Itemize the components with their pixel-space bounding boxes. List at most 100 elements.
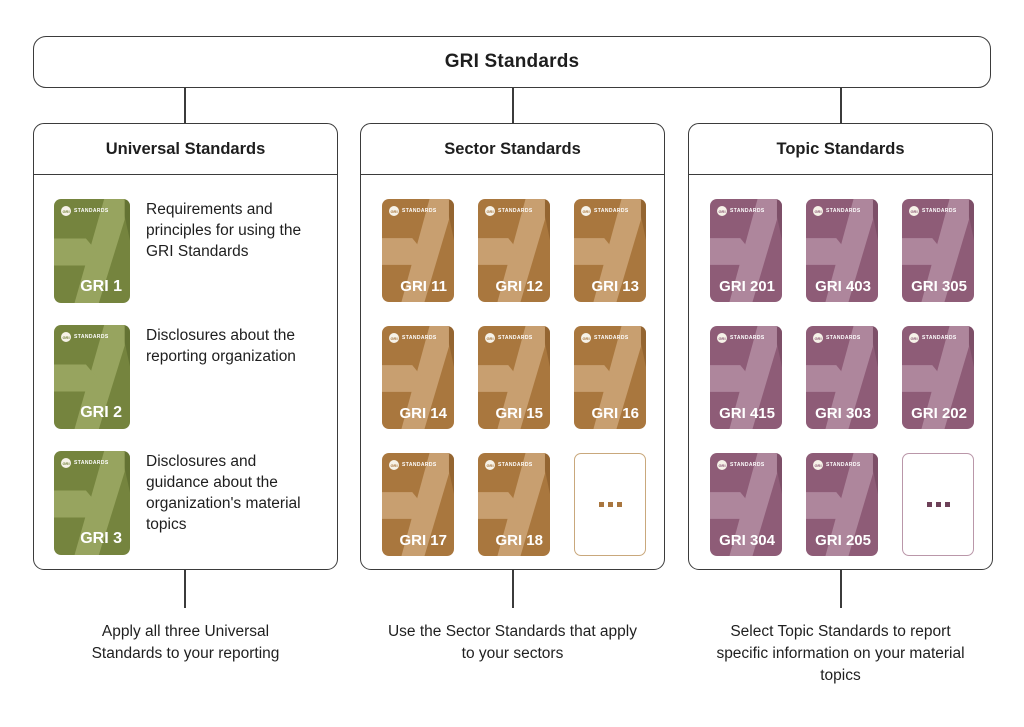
sector-card-grid: GRI STANDARDS GRI 11 GRI STANDARDS GRI 1… <box>361 175 664 556</box>
more-standards-card <box>902 453 974 556</box>
panel-universal-standards: Universal Standards GRI STANDARDS GRI 1 … <box>33 123 338 570</box>
gri-logo-word: STANDARDS <box>922 335 957 341</box>
card-gri-3: GRI STANDARDS GRI 3 <box>54 451 130 555</box>
card-gri-16: GRI STANDARDS GRI 16 <box>574 326 646 429</box>
card-label: GRI 304 <box>719 532 775 549</box>
gri-logo-circle-icon: GRI <box>717 460 727 470</box>
caption-text: Apply all three Universal Standards to y… <box>91 623 280 662</box>
card-gri-14: GRI STANDARDS GRI 14 <box>382 326 454 429</box>
card-gri-201: GRI STANDARDS GRI 201 <box>710 199 782 302</box>
gri-logo: GRI STANDARDS <box>813 333 861 343</box>
connector-top-universal <box>184 88 186 123</box>
card-label: GRI 17 <box>399 532 447 549</box>
gri-logo-circle-icon: GRI <box>485 206 495 216</box>
gri-logo-word: STANDARDS <box>730 462 765 468</box>
card-gri-304: GRI STANDARDS GRI 304 <box>710 453 782 556</box>
gri-logo: GRI STANDARDS <box>485 206 533 216</box>
topic-card-grid: GRI STANDARDS GRI 201 GRI STANDARDS GRI … <box>689 175 992 556</box>
gri-logo: GRI STANDARDS <box>717 206 765 216</box>
card-gri-17: GRI STANDARDS GRI 17 <box>382 453 454 556</box>
gri-logo-word: STANDARDS <box>498 462 533 468</box>
panel-sector-standards: Sector Standards GRI STANDARDS GRI 11 GR… <box>360 123 665 570</box>
card-gri-403: GRI STANDARDS GRI 403 <box>806 199 878 302</box>
card-label: GRI 305 <box>911 278 967 295</box>
card-gri-205: GRI STANDARDS GRI 205 <box>806 453 878 556</box>
card-gri-15: GRI STANDARDS GRI 15 <box>478 326 550 429</box>
gri-logo-circle-icon: GRI <box>485 460 495 470</box>
gri-logo-word: STANDARDS <box>498 335 533 341</box>
panel-sector-title: Sector Standards <box>444 139 581 158</box>
gri-logo-circle-icon: GRI <box>813 460 823 470</box>
gri-logo-word: STANDARDS <box>402 208 437 214</box>
gri-logo-circle-icon: GRI <box>61 458 71 468</box>
root-title-box: GRI Standards <box>33 36 991 88</box>
card-label: GRI 14 <box>399 405 447 422</box>
panel-universal-title: Universal Standards <box>105 139 266 158</box>
card-description: Requirements and principles for using th… <box>146 201 302 260</box>
gri-logo: GRI STANDARDS <box>485 460 533 470</box>
caption-topic: Select Topic Standards to report specifi… <box>688 621 993 687</box>
gri-logo: GRI STANDARDS <box>61 206 109 216</box>
gri-logo-word: STANDARDS <box>402 335 437 341</box>
caption-universal: Apply all three Universal Standards to y… <box>33 621 338 665</box>
card-gri-415: GRI STANDARDS GRI 415 <box>710 326 782 429</box>
card-gri-12: GRI STANDARDS GRI 12 <box>478 199 550 302</box>
panel-topic-header: Topic Standards <box>689 124 992 175</box>
gri-logo-circle-icon: GRI <box>485 333 495 343</box>
ellipsis-dot <box>616 502 622 507</box>
card-description: Disclosures about the reporting organiza… <box>146 327 296 365</box>
card-label: GRI 205 <box>815 532 871 549</box>
gri-logo: GRI STANDARDS <box>389 206 437 216</box>
card-label: GRI 415 <box>719 405 775 422</box>
gri-logo-word: STANDARDS <box>74 460 109 466</box>
gri-logo: GRI STANDARDS <box>61 458 109 468</box>
gri-logo-word: STANDARDS <box>594 208 629 214</box>
gri-logo-circle-icon: GRI <box>909 206 919 216</box>
ellipsis-dot <box>935 502 941 507</box>
gri-logo-circle-icon: GRI <box>389 333 399 343</box>
card-description: Disclosures and guidance about the organ… <box>146 453 301 533</box>
gri-logo-circle-icon: GRI <box>581 206 591 216</box>
gri-logo: GRI STANDARDS <box>389 333 437 343</box>
gri-logo-word: STANDARDS <box>402 462 437 468</box>
card-label: GRI 303 <box>815 405 871 422</box>
gri-logo: GRI STANDARDS <box>581 333 629 343</box>
gri-logo-word: STANDARDS <box>498 208 533 214</box>
card-label: GRI 1 <box>80 278 122 295</box>
card-label: GRI 11 <box>400 278 447 295</box>
page-title: GRI Standards <box>444 51 580 72</box>
gri-logo: GRI STANDARDS <box>61 332 109 342</box>
card-gri-305: GRI STANDARDS GRI 305 <box>902 199 974 302</box>
card-label: GRI 12 <box>495 278 543 295</box>
card-label: GRI 15 <box>495 405 543 422</box>
card-label: GRI 16 <box>591 405 639 422</box>
list-item: GRI STANDARDS GRI 2 Disclosures about th… <box>54 325 317 429</box>
more-standards-card <box>574 453 646 556</box>
panel-sector-header: Sector Standards <box>361 124 664 175</box>
ellipsis-dot <box>598 502 604 507</box>
gri-logo-circle-icon: GRI <box>717 333 727 343</box>
caption-sector: Use the Sector Standards that apply to y… <box>360 621 665 665</box>
card-gri-202: GRI STANDARDS GRI 202 <box>902 326 974 429</box>
gri-logo-word: STANDARDS <box>826 462 861 468</box>
card-gri-11: GRI STANDARDS GRI 11 <box>382 199 454 302</box>
panel-universal-header: Universal Standards <box>34 124 337 175</box>
gri-logo-word: STANDARDS <box>594 335 629 341</box>
gri-logo-circle-icon: GRI <box>717 206 727 216</box>
gri-logo-word: STANDARDS <box>730 335 765 341</box>
gri-logo-circle-icon: GRI <box>813 333 823 343</box>
connector-bottom-topic <box>840 569 842 608</box>
ellipsis-dot <box>926 502 932 507</box>
gri-logo: GRI STANDARDS <box>717 460 765 470</box>
gri-logo: GRI STANDARDS <box>581 206 629 216</box>
gri-logo-word: STANDARDS <box>826 208 861 214</box>
gri-logo: GRI STANDARDS <box>389 460 437 470</box>
card-gri-303: GRI STANDARDS GRI 303 <box>806 326 878 429</box>
universal-card-list: GRI STANDARDS GRI 1 Requirements and pri… <box>34 175 337 555</box>
gri-logo-circle-icon: GRI <box>389 206 399 216</box>
list-item: GRI STANDARDS GRI 1 Requirements and pri… <box>54 199 317 303</box>
gri-logo: GRI STANDARDS <box>813 206 861 216</box>
gri-logo: GRI STANDARDS <box>717 333 765 343</box>
card-gri-18: GRI STANDARDS GRI 18 <box>478 453 550 556</box>
